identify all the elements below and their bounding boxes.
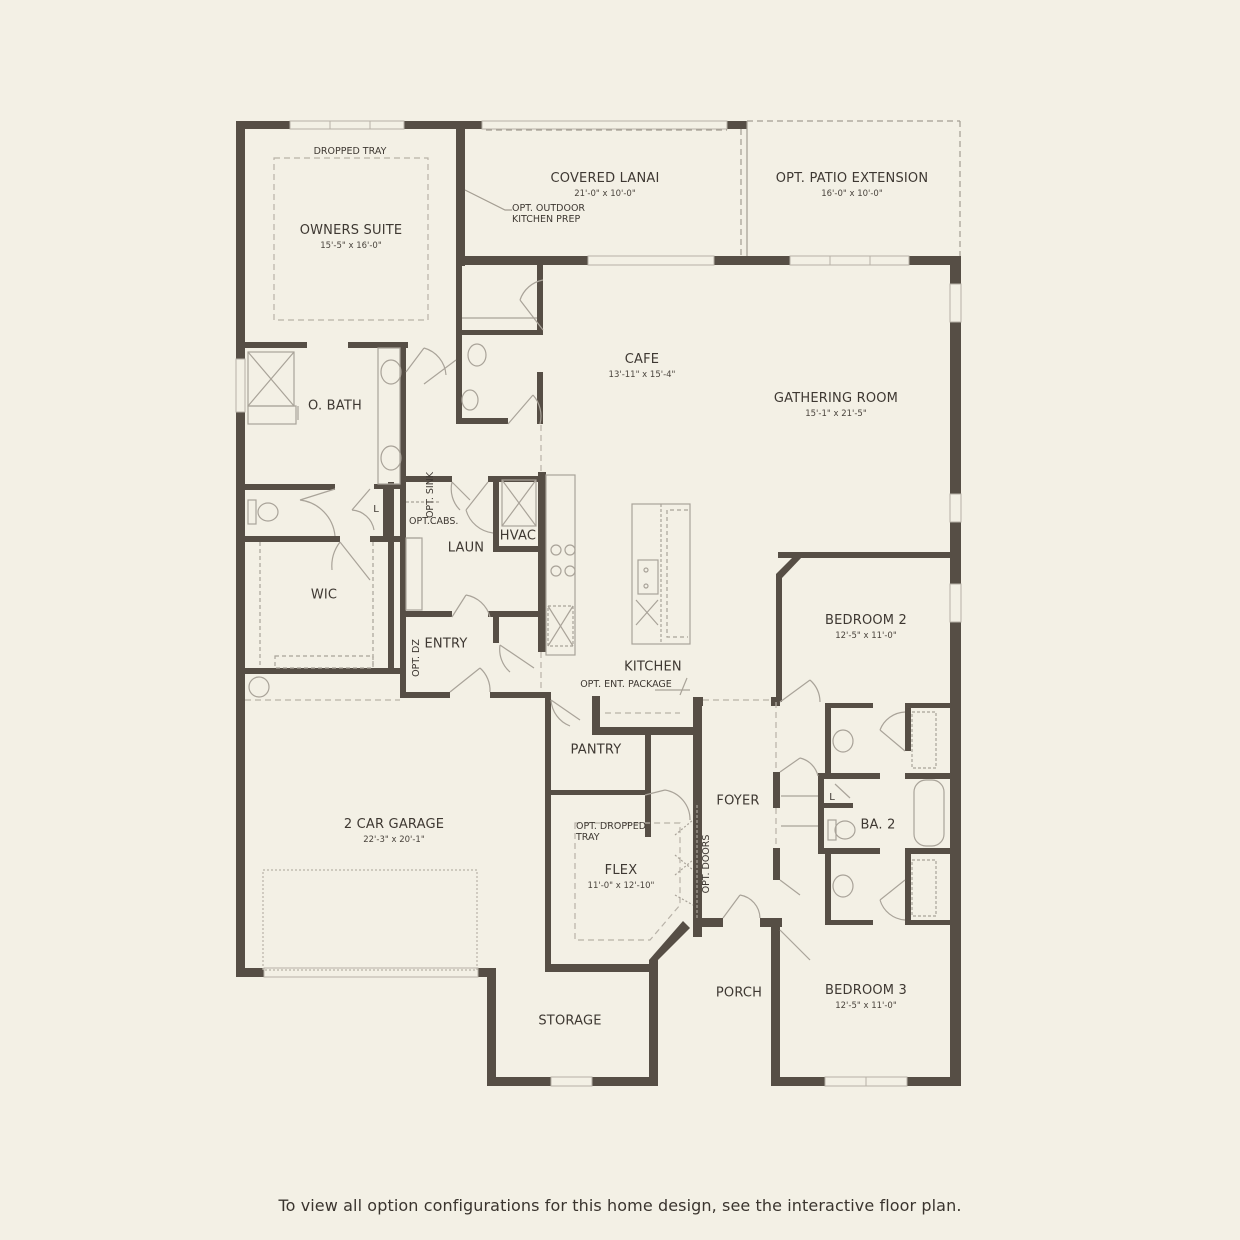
room-pantry: PANTRY: [570, 742, 622, 758]
room-entry: ENTRY: [424, 636, 468, 652]
interactive-floor-plan-note: To view all option configurations for th…: [278, 1196, 962, 1215]
exterior-walls: [236, 121, 961, 1086]
porch-angled-wall: [649, 921, 690, 960]
room-patio-extension: OPT. PATIO EXTENSION 16'-0" x 10'-0": [775, 171, 929, 200]
room-bedroom-3: BEDROOM 3 12'-5" x 11'-0": [824, 983, 908, 1012]
room-kitchen: KITCHEN: [624, 659, 682, 675]
owners-linen-closet: L: [373, 503, 379, 515]
windows: [235, 120, 962, 1087]
interior-walls: [245, 262, 960, 972]
outdoor-kitchen-note: OPT. OUTDOOR KITCHEN PREP: [512, 203, 586, 225]
doors: [297, 279, 906, 961]
owners-suite-tray-note: DROPPED TRAY: [313, 145, 387, 157]
room-owners-suite: OWNERS SUITE 15'-5" x 16'-0": [299, 223, 403, 252]
ba2-linen-closet: L: [829, 791, 835, 803]
room-garage: 2 CAR GARAGE 22'-3" x 20'-1": [343, 817, 445, 846]
fixtures: [247, 317, 945, 917]
opt-doors-note: OPT. DOORS: [700, 834, 712, 894]
room-porch: PORCH: [715, 985, 763, 1001]
flex-tray-note: OPT. DROPPED TRAY: [576, 821, 647, 843]
room-wic: WIC: [310, 587, 338, 603]
room-covered-lanai: COVERED LANAI 21'-0" x 10'-0": [550, 171, 660, 200]
room-foyer: FOYER: [716, 793, 760, 809]
room-bath-2: BA. 2: [860, 817, 896, 833]
outdoor-outlines: [464, 120, 961, 256]
opt-cabs-note: OPT.CABS.: [409, 515, 459, 527]
opt-dz-note: OPT. DZ: [410, 639, 422, 677]
room-hvac: HVAC: [499, 528, 537, 544]
room-storage: STORAGE: [538, 1013, 602, 1029]
room-gathering-room: GATHERING ROOM 15'-1" x 21'-5": [773, 391, 899, 420]
room-flex: FLEX 11'-0" x 12'-10": [587, 863, 655, 892]
room-cafe: CAFE 13'-11" x 15'-4": [608, 352, 676, 381]
opt-ent-package-note: OPT. ENT. PACKAGE: [580, 678, 672, 690]
room-bedroom-2: BEDROOM 2 12'-5" x 11'-0": [824, 613, 908, 642]
dashed-outlines: [245, 157, 777, 971]
room-owners-bath: O. BATH: [308, 398, 362, 414]
room-laundry: LAUN: [447, 540, 485, 556]
